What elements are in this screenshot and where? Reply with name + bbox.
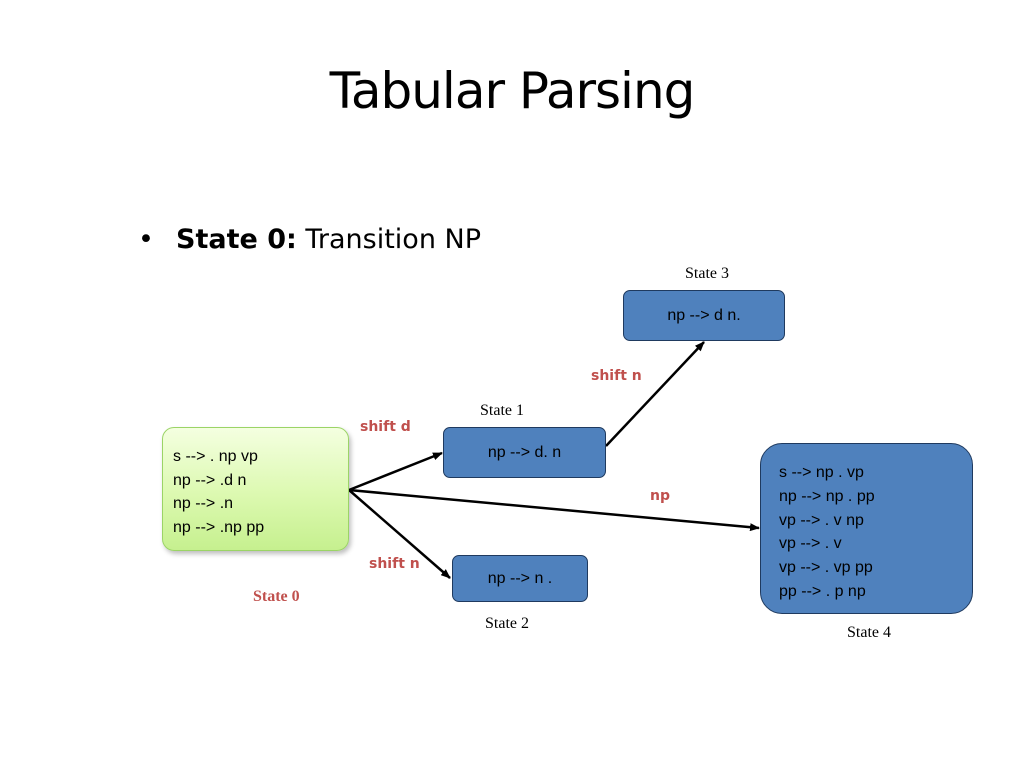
state0-rule: s --> . np vp	[173, 448, 258, 465]
state4-label: State 4	[847, 624, 891, 641]
state3-rule: np --> d n.	[667, 306, 741, 324]
state2-label: State 2	[485, 615, 529, 632]
bullet-item: • State 0: Transition NP	[138, 224, 481, 255]
state1-box: np --> d. n	[443, 427, 606, 478]
state4-box: s --> np . vp np --> np . pp vp --> . v …	[760, 443, 973, 614]
arrow-shift-d	[348, 451, 443, 492]
state4-rule: vp --> . v	[779, 535, 842, 553]
arrow-np	[348, 488, 760, 532]
state0-rule: np --> .d n	[173, 471, 247, 489]
state0-rule: np --> .n	[173, 495, 234, 512]
bullet-strong-text: State 0:	[176, 224, 297, 255]
state3-box: np --> d n.	[623, 290, 785, 341]
state4-rule: pp --> . p np	[779, 582, 866, 600]
state2-rule: np --> n .	[487, 569, 553, 587]
state1-label: State 1	[480, 402, 524, 419]
state4-rule: vp --> . vp pp	[779, 559, 873, 577]
state3-label: State 3	[685, 265, 729, 282]
transition-label-shift-n-state3: shift n	[591, 368, 642, 384]
transition-label-shift-d: shift d	[360, 419, 411, 435]
bullet-text: Transition NP	[296, 224, 481, 255]
bullet-symbol: •	[138, 224, 154, 255]
transition-label-shift-n-state2: shift n	[369, 556, 420, 572]
state0-label: State 0	[253, 588, 300, 605]
transition-label-np: np	[650, 488, 670, 504]
state0-box: s --> . np vp np --> .d n np --> .n np -…	[162, 427, 349, 551]
arrow-shift-n-state2	[348, 489, 451, 579]
state2-box: np --> n .	[452, 555, 588, 602]
slide-title: Tabular Parsing	[329, 62, 696, 120]
arrow-shift-n-state3	[605, 341, 705, 447]
state0-rule: np --> .np pp	[173, 518, 265, 536]
state4-rule: np --> np . pp	[779, 487, 875, 505]
state4-rule: vp --> . v np	[779, 511, 864, 529]
state1-rule: np --> d. n	[487, 443, 562, 461]
state4-rule: s --> np . vp	[779, 464, 864, 481]
